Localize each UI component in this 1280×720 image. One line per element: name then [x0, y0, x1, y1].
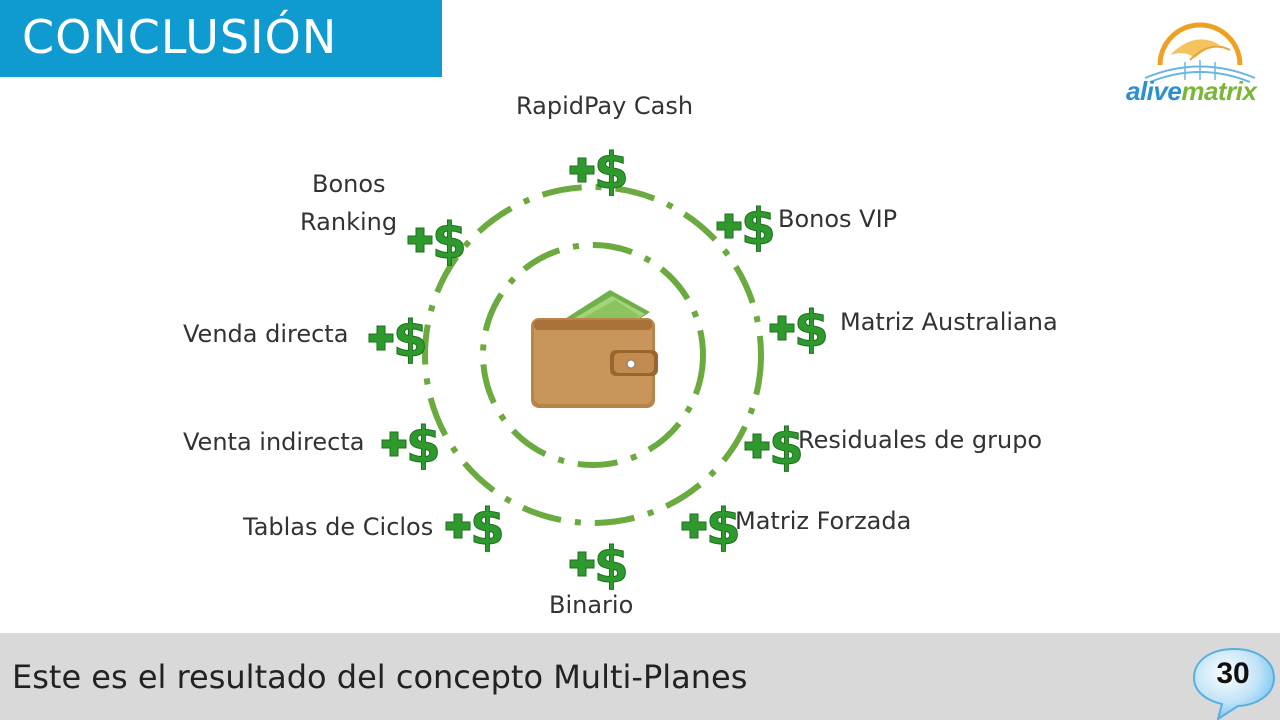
- wallet-icon: [531, 290, 658, 408]
- label-matriz-forzada: Matriz Forzada: [735, 507, 912, 535]
- plus-dollar-icon: [407, 211, 468, 271]
- label-binario: Binario: [549, 591, 634, 619]
- label-venda-directa: Venda directa: [183, 320, 349, 348]
- plus-dollar-icon: [368, 309, 429, 369]
- label-matriz-australiana: Matriz Australiana: [840, 308, 1058, 336]
- slide-title: CONCLUSIÓN: [22, 10, 338, 64]
- plus-dollar-icon: [381, 415, 442, 475]
- label-residuales-de-grupo: Residuales de grupo: [798, 426, 1043, 454]
- footer-bar: Este es el resultado del concepto Multi-…: [0, 633, 1280, 720]
- plus-dollar-icon: [569, 535, 630, 595]
- plus-dollar-icon: [681, 497, 742, 557]
- title-bar: CONCLUSIÓN: [0, 0, 442, 77]
- page-number: 30: [1216, 657, 1250, 690]
- label-bonos-ranking-line2: Ranking: [300, 208, 398, 236]
- label-bonos-vip: Bonos VIP: [778, 205, 898, 233]
- plus-dollar-icon: [569, 141, 630, 201]
- plus-dollar-icon: [744, 417, 805, 477]
- plus-dollar-icon: [716, 197, 777, 257]
- multi-plan-diagram: $: [368, 141, 830, 595]
- alive-matrix-logo-icon: [1144, 22, 1256, 83]
- plus-dollar-icon: [445, 497, 506, 557]
- logo-text: alivematrix: [1126, 76, 1257, 106]
- speech-bubble-icon: [1192, 647, 1276, 720]
- label-rapidpay-cash: RapidPay Cash: [516, 92, 694, 120]
- label-bonos-ranking-line1: Bonos: [312, 170, 386, 198]
- label-venta-indirecta: Venta indirecta: [183, 428, 365, 456]
- label-tablas-de-ciclos: Tablas de Ciclos: [243, 513, 434, 541]
- inner-ring: [480, 242, 706, 468]
- plus-dollar-icon: [769, 299, 830, 359]
- footer-text: Este es el resultado del concepto Multi-…: [12, 658, 748, 696]
